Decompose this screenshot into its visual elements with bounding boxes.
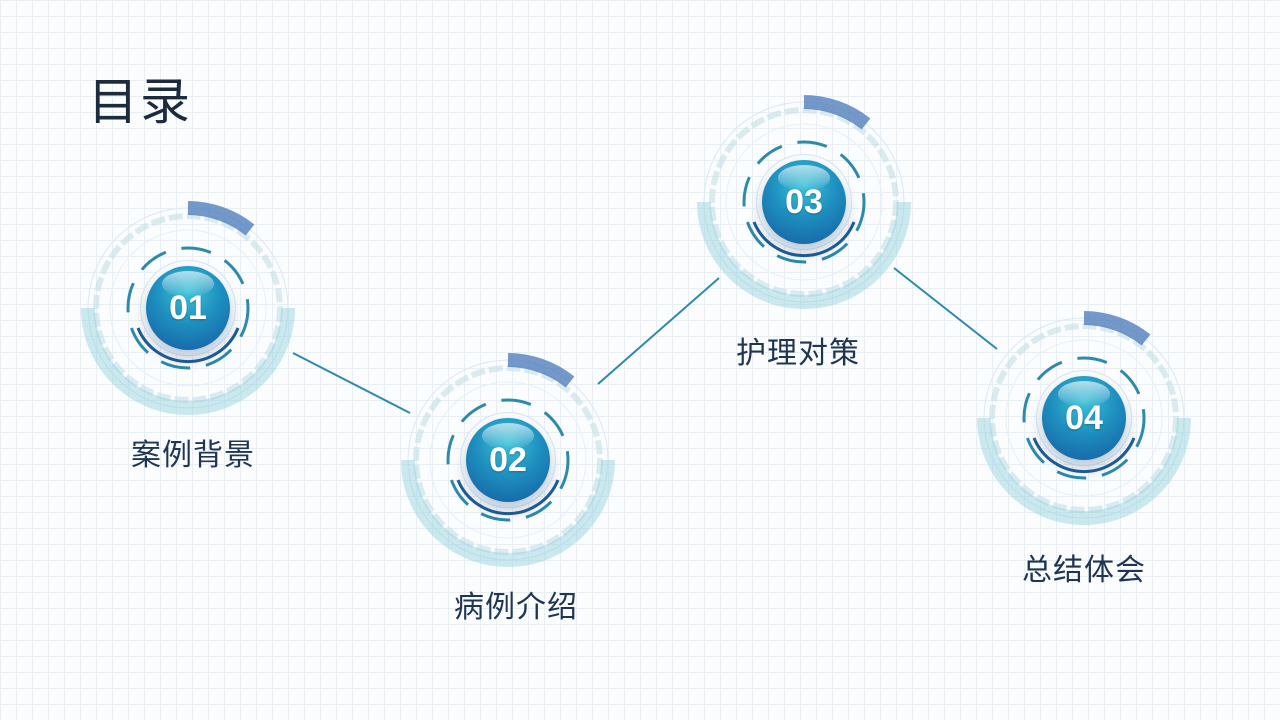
tech-ring-decoration (81, 201, 295, 415)
toc-item-04[interactable]: 04 (974, 308, 1194, 528)
toc-label-04[interactable]: 总结体会 (1022, 553, 1146, 588)
toc-label-02[interactable]: 病例介绍 (454, 590, 578, 625)
toc-item-03[interactable]: 03 (694, 92, 914, 312)
connector-01-02 (292, 352, 411, 414)
number-orb: 02 (466, 418, 550, 502)
number-orb: 04 (1042, 376, 1126, 460)
tech-ring-decoration (401, 353, 615, 567)
item-number: 03 (785, 182, 823, 221)
item-number: 01 (169, 288, 207, 327)
connector-02-03 (597, 277, 720, 385)
item-number: 04 (1065, 398, 1103, 437)
toc-label-03[interactable]: 护理对策 (736, 336, 860, 371)
toc-item-02[interactable]: 02 (398, 350, 618, 570)
toc-label-01[interactable]: 案例背景 (131, 438, 255, 473)
toc-item-01[interactable]: 01 (78, 198, 298, 418)
item-number: 02 (489, 440, 527, 479)
tech-ring-decoration (697, 95, 911, 309)
number-orb: 01 (146, 266, 230, 350)
connector-03-04 (893, 267, 998, 350)
tech-ring-decoration (977, 311, 1191, 525)
slide-title: 目录 (88, 73, 192, 131)
number-orb: 03 (762, 160, 846, 244)
